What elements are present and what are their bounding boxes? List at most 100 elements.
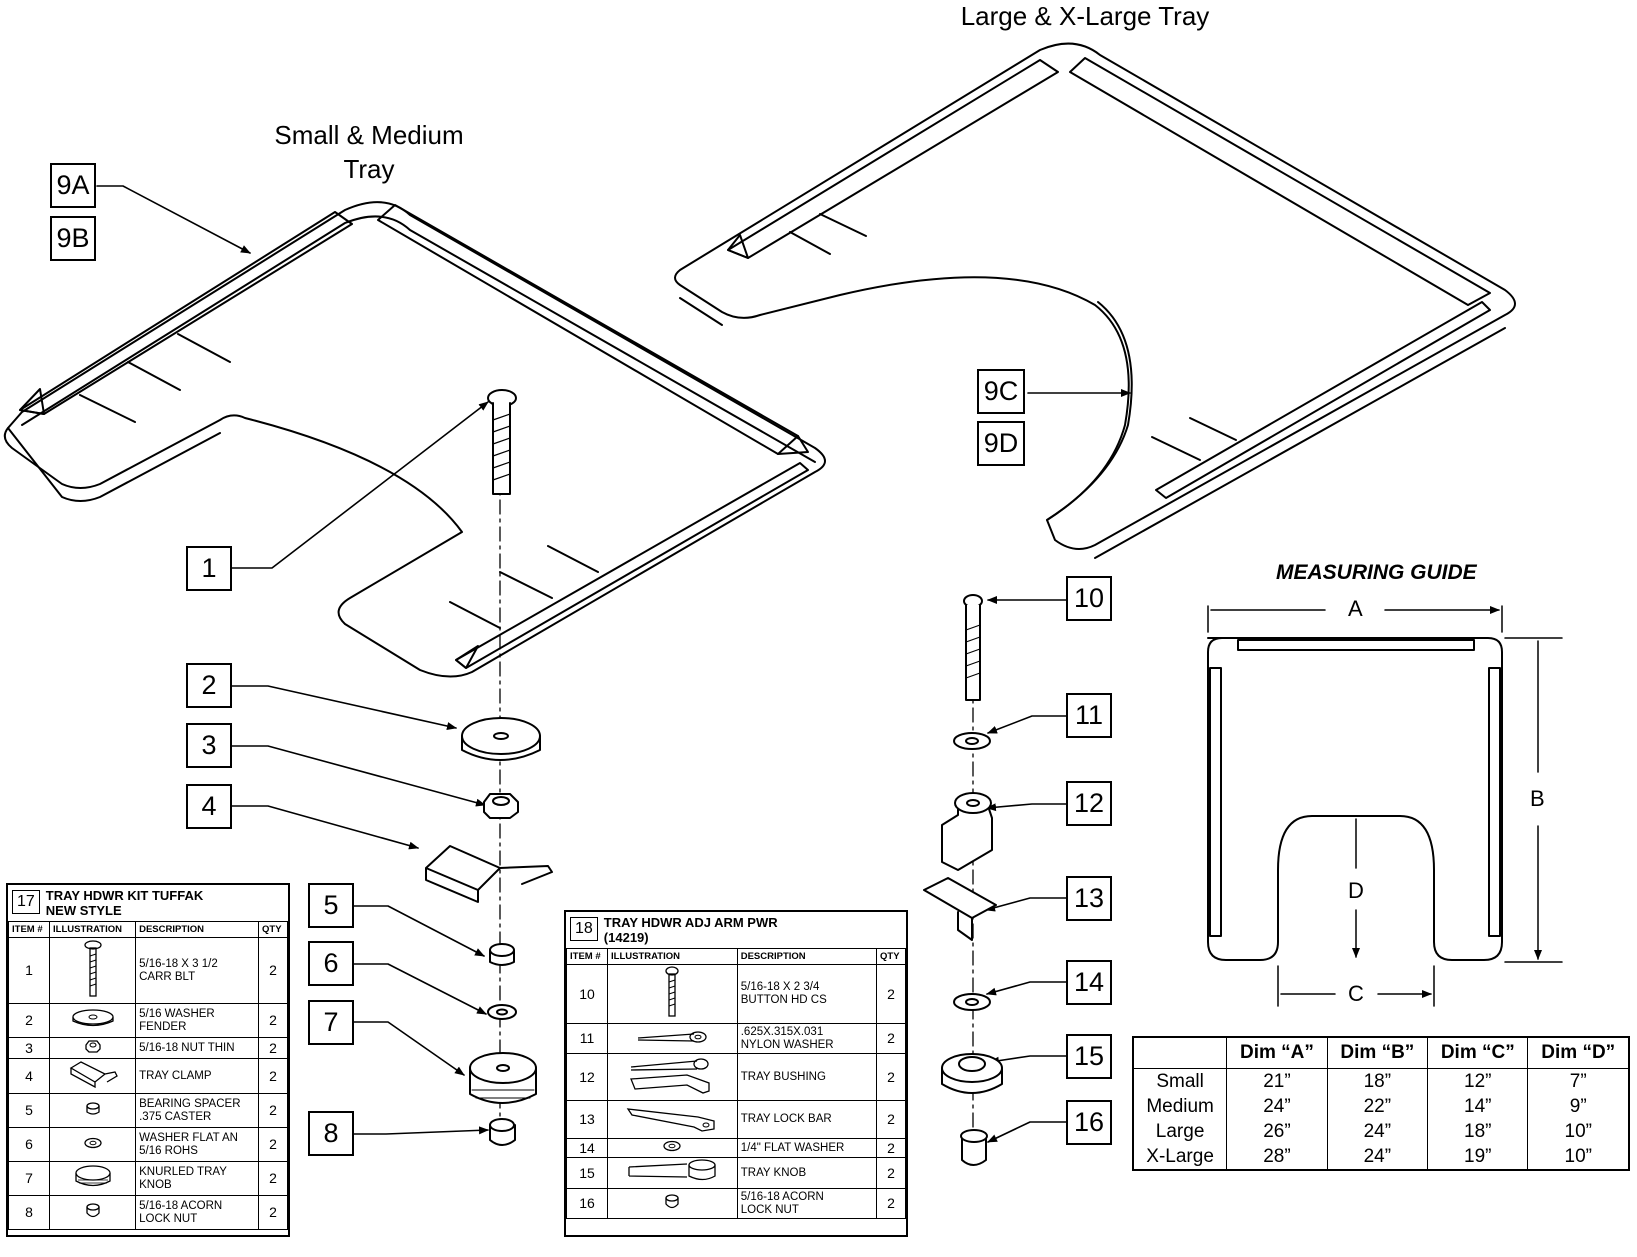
size-value: 10” bbox=[1527, 1144, 1629, 1170]
parts-list-18: 18 TRAY HDWR ADJ ARM PWR (14219) ITEM # … bbox=[564, 910, 908, 1237]
large-xlarge-tray-title: Large & X-Large Tray bbox=[960, 1, 1210, 31]
kit-17-header-item: ITEM # bbox=[8, 921, 50, 938]
illustration-cell bbox=[607, 1100, 738, 1139]
size-value: 21” bbox=[1226, 1068, 1328, 1094]
size-value: 18” bbox=[1427, 1119, 1528, 1144]
size-value: 24” bbox=[1326, 1119, 1428, 1144]
size-header-dim-d: Dim “D” bbox=[1527, 1037, 1629, 1069]
item-qty: 2 bbox=[876, 1138, 906, 1158]
item-description: BEARING SPACER .375 CASTER bbox=[135, 1093, 259, 1128]
kit-17-header-description: DESCRIPTION bbox=[135, 921, 259, 938]
item-number: 16 bbox=[566, 1188, 608, 1219]
item-number: 2 bbox=[8, 1003, 50, 1038]
item-number: 15 bbox=[566, 1157, 608, 1189]
size-value: 9” bbox=[1527, 1094, 1629, 1119]
illustration-cell bbox=[48, 1058, 137, 1094]
callout-9b: 9B bbox=[50, 216, 96, 261]
illustration-cell bbox=[48, 1195, 137, 1230]
size-value: 18” bbox=[1326, 1068, 1428, 1094]
callout-9d: 9D bbox=[977, 421, 1025, 466]
callout-14: 14 bbox=[1066, 960, 1112, 1005]
dim-c-label: C bbox=[1348, 981, 1364, 1006]
callout-11: 11 bbox=[1066, 693, 1112, 738]
item-number: 10 bbox=[566, 964, 608, 1024]
item-description: 5/16-18 X 2 3/4 BUTTON HD CS bbox=[736, 964, 878, 1024]
kit-18-number: 18 bbox=[570, 917, 598, 941]
measuring-guide-title: MEASURING GUIDE bbox=[1276, 561, 1477, 584]
parts-list-17: 17 TRAY HDWR KIT TUFFAK NEW STYLE ITEM #… bbox=[6, 883, 290, 1237]
size-value: 28” bbox=[1226, 1144, 1328, 1170]
tray-lock-bar-icon bbox=[624, 1107, 720, 1136]
item-number: 7 bbox=[8, 1161, 50, 1196]
illustration-cell bbox=[607, 1157, 738, 1189]
tray-clamp-icon bbox=[67, 1061, 119, 1091]
item-qty: 2 bbox=[876, 1157, 906, 1189]
item-number: 1 bbox=[8, 937, 50, 1004]
size-name: Small bbox=[1156, 1071, 1204, 1092]
callout-16: 16 bbox=[1066, 1100, 1112, 1145]
callout-3: 3 bbox=[186, 723, 232, 768]
callout-9a: 9A bbox=[50, 163, 96, 208]
size-header-dim-a: Dim “A” bbox=[1226, 1037, 1328, 1069]
kit-17-header-illustration: ILLUSTRATION bbox=[48, 921, 137, 938]
illustration-cell bbox=[48, 1093, 137, 1128]
size-value: 12” bbox=[1427, 1068, 1528, 1094]
dim-d-label: D bbox=[1348, 878, 1364, 903]
small-medium-tray-title: Small & Medium Tray bbox=[274, 120, 464, 184]
item-description: TRAY CLAMP bbox=[135, 1058, 259, 1094]
item-description: TRAY BUSHING bbox=[736, 1053, 878, 1101]
item-description: 5/16-18 ACORN LOCK NUT bbox=[736, 1188, 878, 1219]
callout-13: 13 bbox=[1066, 876, 1112, 921]
item-qty: 2 bbox=[876, 1188, 906, 1219]
callout-9c: 9C bbox=[977, 369, 1025, 414]
item-qty: 2 bbox=[258, 937, 288, 1004]
callout-4: 4 bbox=[186, 784, 232, 829]
item-qty: 2 bbox=[876, 1023, 906, 1054]
large-xlarge-tray bbox=[674, 42, 1516, 559]
item-description: 5/16 WASHER FENDER bbox=[135, 1003, 259, 1038]
callout-15: 15 bbox=[1066, 1034, 1112, 1079]
item-qty: 2 bbox=[258, 1058, 288, 1094]
item-qty: 2 bbox=[876, 964, 906, 1024]
nylon-washer-icon bbox=[636, 1030, 708, 1047]
callout-7: 7 bbox=[308, 1000, 354, 1045]
size-value: 24” bbox=[1326, 1144, 1428, 1170]
illustration-cell bbox=[48, 1037, 137, 1059]
callout-10: 10 bbox=[1066, 576, 1112, 621]
item-number: 4 bbox=[8, 1058, 50, 1094]
item-number: 12 bbox=[566, 1053, 608, 1101]
item-qty: 2 bbox=[258, 1037, 288, 1059]
small-medium-tray bbox=[3, 201, 826, 678]
callout-2: 2 bbox=[186, 663, 232, 708]
size-name: Large bbox=[1155, 1121, 1205, 1142]
item-number: 5 bbox=[8, 1093, 50, 1128]
item-number: 13 bbox=[566, 1100, 608, 1139]
size-header-blank bbox=[1133, 1037, 1227, 1069]
illustration-cell bbox=[607, 1138, 738, 1158]
callout-12: 12 bbox=[1066, 781, 1112, 826]
fender-washer-icon bbox=[70, 1008, 116, 1033]
illustration-cell bbox=[607, 1188, 738, 1219]
kit-18-title: TRAY HDWR ADJ ARM PWR (14219) bbox=[603, 915, 778, 945]
acorn-nut-icon bbox=[664, 1193, 680, 1214]
item-description: 5/16-18 NUT THIN bbox=[135, 1037, 259, 1059]
button-head-screw-icon bbox=[663, 966, 681, 1021]
dim-a-label: A bbox=[1348, 596, 1363, 621]
thin-nut-icon bbox=[84, 1040, 102, 1056]
size-value: 26” bbox=[1226, 1119, 1328, 1144]
flat-washer-icon bbox=[83, 1137, 103, 1152]
kit-18-header-item: ITEM # bbox=[566, 948, 608, 965]
